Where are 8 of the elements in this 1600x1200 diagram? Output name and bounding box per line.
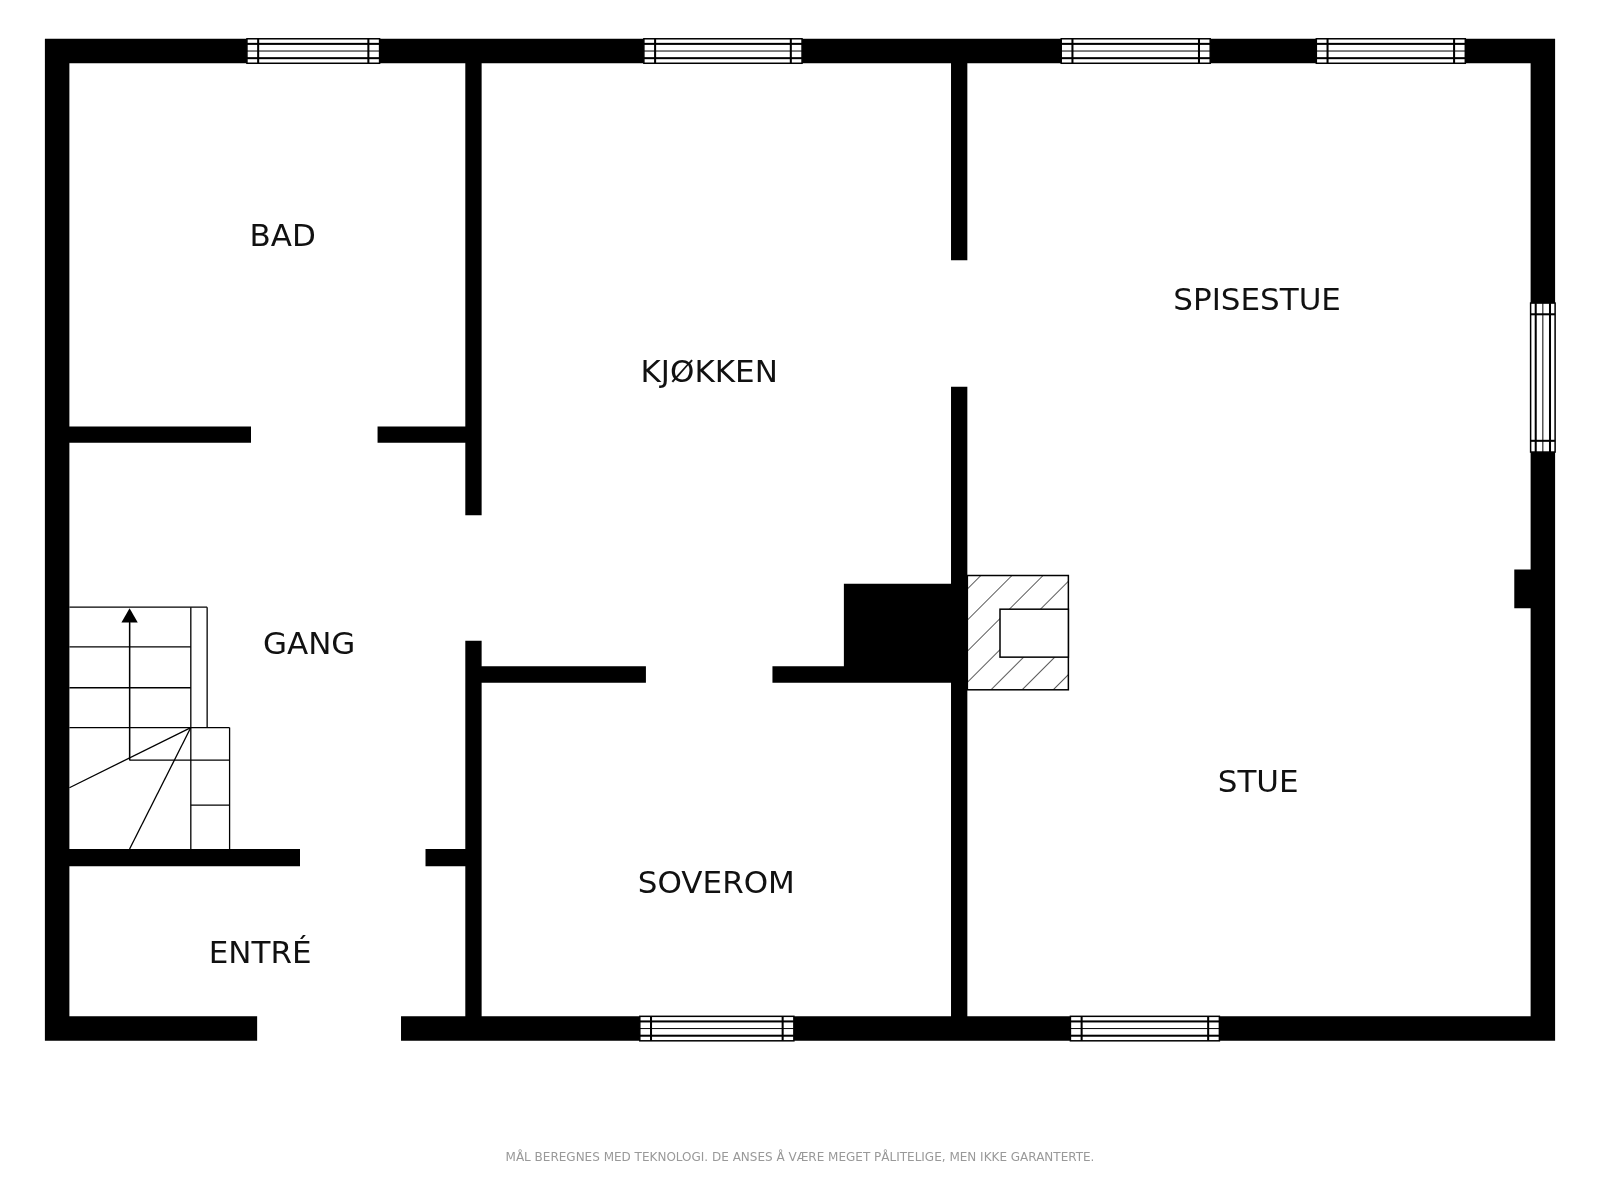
room-name: BAD bbox=[249, 216, 316, 253]
room-name: GANG bbox=[262, 624, 356, 661]
room-name: ENTRÉ bbox=[208, 934, 312, 970]
room-name: KJØKKEN bbox=[640, 353, 778, 390]
disclaimer-note: MÅL BEREGNES MED TEKNOLOGI. DE ANSES Å VÆRE MEGET PÅLITELIGE, MEN IKKE GARANTERTE. bbox=[504, 1150, 1096, 1164]
room-name: STUE bbox=[1217, 762, 1299, 799]
room-name: SOVEROM bbox=[637, 863, 795, 900]
room-name: SPISESTUE bbox=[1173, 280, 1341, 317]
